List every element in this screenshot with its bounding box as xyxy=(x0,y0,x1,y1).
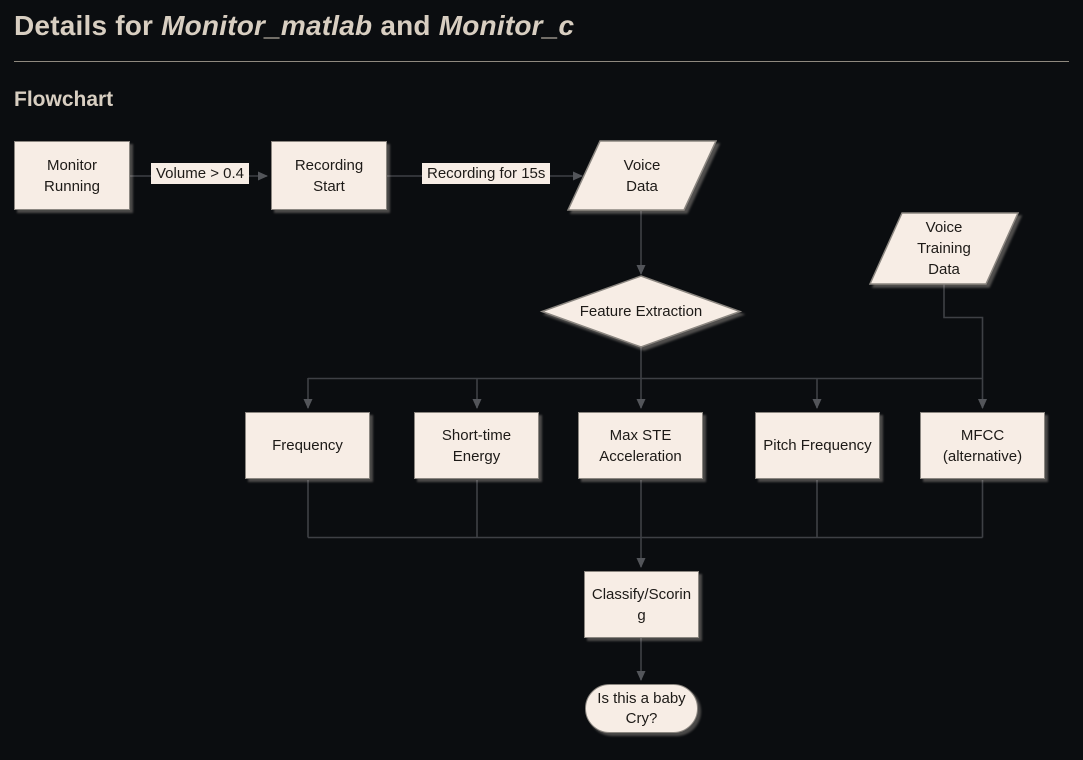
page-title: Details for Monitor_matlab and Monitor_c xyxy=(14,10,574,42)
edge-label-volume-threshold: Volume > 0.4 xyxy=(151,163,249,184)
node-is-this-a-baby-cry: Is this a baby Cry? xyxy=(585,684,698,733)
node-label: Is this a baby Cry? xyxy=(597,690,686,727)
node-voice-data: Voice Data xyxy=(568,141,716,210)
node-max-ste-acceleration: Max STE Acceleration xyxy=(578,412,703,479)
node-monitor-running: Monitor Running xyxy=(14,141,130,210)
title-monitor-matlab: Monitor_matlab xyxy=(161,10,373,41)
node-feature-extraction: Feature Extraction xyxy=(542,276,740,347)
title-monitor-c: Monitor_c xyxy=(438,10,575,41)
node-label: Pitch Frequency xyxy=(763,437,872,454)
node-mfcc-alternative: MFCC (alternative) xyxy=(920,412,1045,479)
node-classify-scoring: Classify/Scoring xyxy=(584,571,699,638)
node-label: Voice Data xyxy=(623,156,661,195)
node-recording-start: Recording Start xyxy=(271,141,387,210)
node-label: MFCC (alternative) xyxy=(942,426,1023,465)
node-voice-training-data: Voice Training Data xyxy=(870,213,1018,284)
title-prefix: Details for xyxy=(14,10,162,41)
node-short-time-energy: Short-time Energy xyxy=(414,412,539,479)
node-pitch-frequency: Pitch Frequency xyxy=(755,412,880,479)
node-label: Monitor Running xyxy=(44,156,100,195)
node-label: Frequency xyxy=(272,437,343,454)
title-conjunction: and xyxy=(372,10,439,41)
node-label: Classify/Scoring xyxy=(591,585,692,624)
connectors xyxy=(130,171,987,681)
title-divider xyxy=(14,61,1069,62)
feature-extraction-diamond xyxy=(539,275,743,348)
section-heading: Flowchart xyxy=(14,88,114,111)
node-label: Max STE Acceleration xyxy=(599,426,682,465)
edge-label-recording-duration: Recording for 15s xyxy=(422,163,551,184)
node-label: Recording Start xyxy=(294,156,364,195)
node-frequency: Frequency xyxy=(245,412,370,479)
node-label: Short-time Energy xyxy=(441,426,512,465)
flowchart-shapes xyxy=(539,140,1020,348)
edge-training-to-mfcc xyxy=(943,284,987,409)
voice-training-data-parallelogram xyxy=(868,212,1020,285)
voice-data-parallelogram xyxy=(566,140,718,211)
node-label: Feature Extraction xyxy=(579,303,703,320)
node-label: Voice Training Data xyxy=(917,219,971,278)
